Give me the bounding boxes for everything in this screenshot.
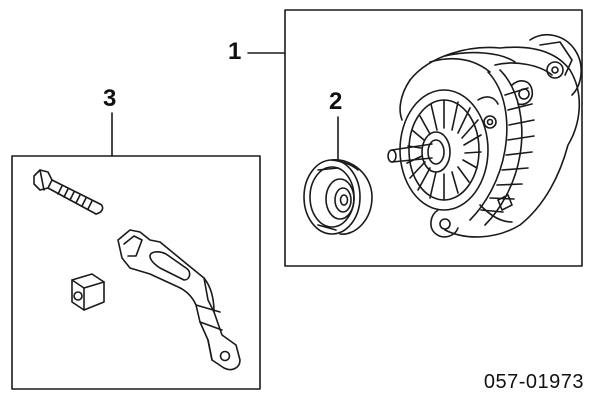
alternator xyxy=(387,34,582,238)
bracket xyxy=(117,229,241,371)
alternator-frame xyxy=(284,9,583,267)
bracket-frame xyxy=(11,155,261,390)
pulley xyxy=(303,159,373,235)
callout-3: 3 xyxy=(103,85,117,112)
diagram-code: 057-01973 xyxy=(483,371,584,393)
bolt xyxy=(33,169,104,215)
nut xyxy=(71,273,105,311)
callout-1: 1 xyxy=(228,38,242,65)
callout-2: 2 xyxy=(329,88,343,115)
